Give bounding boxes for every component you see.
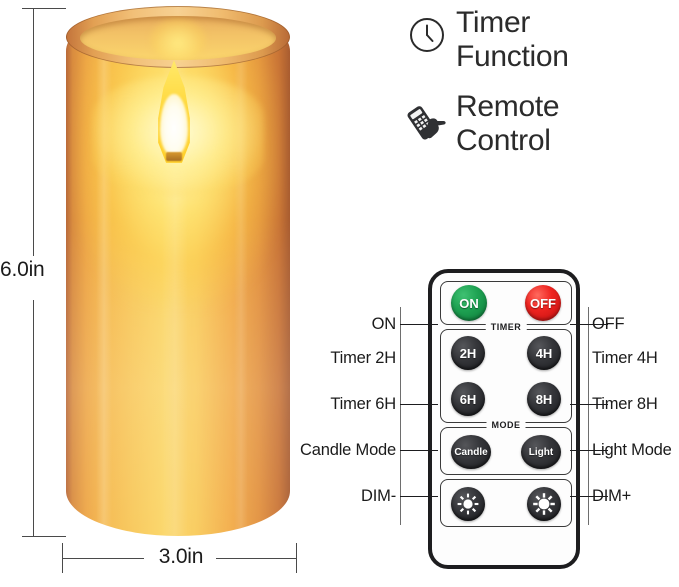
callout-lead-light-mode [570,450,608,451]
sun-small-icon [457,493,479,515]
width-dimension-cap-right [296,543,297,573]
callout-timer-6h: Timer 6H [330,395,396,413]
callout-lead-timer-6h [400,404,438,405]
remote-button-candle-mode[interactable]: Candle [451,435,491,469]
feature-list: Timer Function [398,6,679,174]
remote-button-dim-up[interactable] [527,487,561,521]
callout-lead-off [570,324,608,325]
width-dimension-label: 3.0in [158,545,204,568]
callout-light-mode: Light Mode [592,441,672,459]
callout-lead-timer-8h [570,404,608,405]
feature-remote-line1: Remote [456,89,560,123]
remote-button-on[interactable]: ON [451,285,487,321]
feature-timer-function: Timer Function [398,6,679,74]
candle-wick [166,152,182,161]
remote-button-off[interactable]: OFF [525,285,561,321]
remote-button-light-mode[interactable]: Light [521,435,561,469]
callout-lead-on [400,324,438,325]
feature-remote-line2: Control [456,123,551,157]
callout-lead-candle-mode [400,450,438,451]
remote-button-timer-8h[interactable]: 8H [527,382,561,416]
feature-timer-line2: Function [456,39,569,73]
clock-icon [398,6,456,54]
feature-remote-text: Remote Control [456,89,560,158]
callout-timer-2h: Timer 2H [330,349,396,367]
remote-button-dim-down[interactable] [451,487,485,521]
remote-control-diagram: ON OFF TIMER 2H 4H 6H 8H MODE Candle Lig… [300,255,679,587]
remote-mode-caption: MODE [486,420,526,430]
callout-on: ON [371,315,397,333]
height-dimension-cap-top [22,8,66,9]
callout-guide-right [588,307,589,525]
sun-large-icon [533,493,555,515]
remote-button-timer-2h[interactable]: 2H [451,336,485,370]
callout-timer-8h: Timer 8H [592,395,658,413]
feature-timer-line1: Timer [456,6,531,39]
feature-timer-text: Timer Function [456,6,569,74]
height-dimension-line [33,300,34,536]
callout-dim-up: DIM+ [592,487,632,505]
callout-guide-left [400,307,401,525]
remote-group-dim [440,479,572,527]
remote-hand-icon [398,90,456,144]
feature-remote-control: Remote Control [398,90,679,158]
remote-timer-caption: TIMER [485,322,527,332]
height-dimension-label: 6.0in [0,258,45,281]
remote-group-timer: TIMER 2H 4H 6H 8H [440,322,572,423]
callout-dim-down: DIM- [361,487,396,505]
callout-lead-dim-up [570,496,608,497]
remote-group-power: ON OFF [440,281,572,325]
remote-button-timer-6h[interactable]: 6H [451,382,485,416]
glass-highlight-streak [234,6,248,536]
height-dimension-cap-bottom [22,536,66,537]
width-dimension-line [216,558,296,559]
callout-lead-dim-down [400,496,438,497]
callout-timer-4h: Timer 4H [592,349,658,367]
remote-button-timer-4h[interactable]: 4H [527,336,561,370]
remote-group-mode: MODE Candle Light [440,420,572,475]
glass-highlight-streak [96,6,112,536]
remote-body: ON OFF TIMER 2H 4H 6H 8H MODE Candle Lig… [428,269,580,569]
callout-candle-mode: Candle Mode [300,441,396,459]
candle-product-figure: 6.0in 3.0in [0,0,330,587]
width-dimension-line [62,558,144,559]
candle-rim-glow [150,18,206,60]
flame-core-icon [160,94,188,156]
height-dimension-line [33,8,34,256]
callout-off: OFF [592,315,625,333]
